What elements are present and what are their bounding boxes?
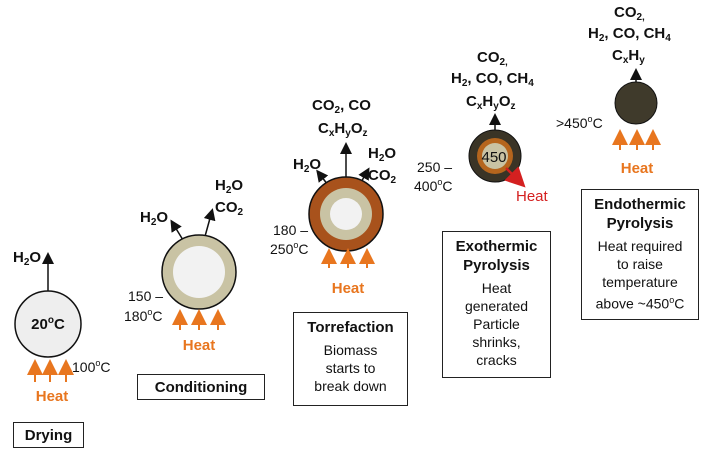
cxhy-product-label: CxHy (612, 47, 645, 66)
conditioning-particle-core (173, 246, 225, 298)
endothermic-desc-line: Heat required (597, 238, 683, 254)
exothermic-temp-range: 250 – (417, 159, 452, 175)
drying-label-box: Drying (13, 422, 84, 448)
heat-out-label: Heat (516, 188, 549, 205)
cxhyoz-product-label: CxHyOz (318, 120, 367, 139)
exothermic-desc-line: Particle (473, 316, 520, 332)
exothermic-label: Exothermic (455, 238, 538, 255)
torrefaction-label: Torrefaction (307, 319, 394, 336)
co2-co-product-label: CO2, CO (312, 97, 371, 116)
endothermic-desc-line: to raise (617, 256, 663, 272)
torrefaction-desc-line: break down (314, 378, 387, 394)
exothermic-temp-range: 400oC (414, 177, 453, 194)
torrefaction-particle-core (330, 198, 362, 230)
exothermic-desc-line: generated (464, 298, 529, 314)
conditioning-label: Conditioning (154, 379, 248, 396)
co2-product-label: CO2, (477, 49, 508, 68)
heat-label: Heat (183, 337, 216, 354)
conditioning-temp-range: 150 – (128, 288, 163, 304)
heat-out-arrow (504, 166, 526, 188)
gas-products-label: H2, CO, CH4 (588, 25, 671, 44)
drying-center-temp: 20oC (31, 315, 65, 333)
heat-label: Heat (621, 160, 654, 177)
stage-exothermic: CO2, H2, CO, CH4 CxHyOz 450 Heat 250 – 4… (414, 49, 549, 205)
heat-label: Heat (36, 388, 69, 405)
h2o-arrow (170, 219, 184, 241)
exothermic-particle-core (482, 143, 508, 169)
conditioning-label-box: Conditioning (137, 374, 265, 400)
torrefaction-label-box: Torrefaction Biomass starts to break dow… (293, 312, 408, 406)
cxhyoz-product-label: CxHyOz (466, 93, 515, 112)
h2o-product-label: H2O (368, 145, 396, 164)
endothermic-desc-line: above ~450oC (595, 295, 685, 312)
endothermic-side-temp: >450oC (556, 114, 603, 131)
h2o-product-label: H2O (293, 156, 321, 175)
torrefaction-temp-range: 180 – (273, 222, 308, 238)
heat-label: Heat (332, 280, 365, 297)
endothermic-label: Pyrolysis (606, 215, 674, 232)
torrefaction-desc-line: starts to (325, 360, 376, 376)
exothermic-desc-line: cracks (476, 352, 517, 368)
h2o-product-label: H2O (215, 177, 243, 196)
stage-endothermic: CO2, H2, CO, CH4 CxHy >450oC Heat (556, 4, 671, 177)
stage-conditioning: H2O H2O CO2 150 – 180oC Heat (124, 177, 244, 354)
exothermic-center-temp: 450 (481, 149, 506, 166)
drying-side-temp: 100oC (72, 358, 111, 375)
h2o-product-label: H2O (140, 209, 168, 228)
torrefaction-temp-range: 250oC (270, 240, 309, 257)
stage-drying: H2O 20oC Heat 100oC (13, 249, 111, 405)
exothermic-desc-line: shrinks, (472, 334, 521, 350)
h2o-product-label: H2O (13, 249, 41, 268)
exothermic-label: Pyrolysis (463, 257, 530, 274)
stage-torrefaction: CO2, CO CxHyOz H2O H2O CO2 180 – 250oC H… (270, 97, 397, 297)
conditioning-temp-range: 180oC (124, 307, 163, 324)
co2-product-label: CO2, (614, 4, 645, 23)
co2-product-label: CO2 (368, 167, 397, 186)
exothermic-label-box: Exothermic Pyrolysis Heat generated Part… (442, 231, 551, 378)
endothermic-desc-line: temperature (602, 274, 678, 290)
co2-product-label: CO2 (215, 199, 244, 218)
exothermic-desc-line: Heat (481, 280, 512, 296)
drying-label: Drying (24, 427, 73, 444)
endothermic-label-box: Endothermic Pyrolysis Heat required to r… (581, 189, 699, 320)
gas-products-label: H2, CO, CH4 (451, 70, 534, 89)
torrefaction-desc-line: Biomass (323, 342, 378, 358)
endothermic-label: Endothermic (594, 196, 686, 213)
drying-particle (14, 290, 82, 358)
endothermic-particle (614, 81, 658, 125)
